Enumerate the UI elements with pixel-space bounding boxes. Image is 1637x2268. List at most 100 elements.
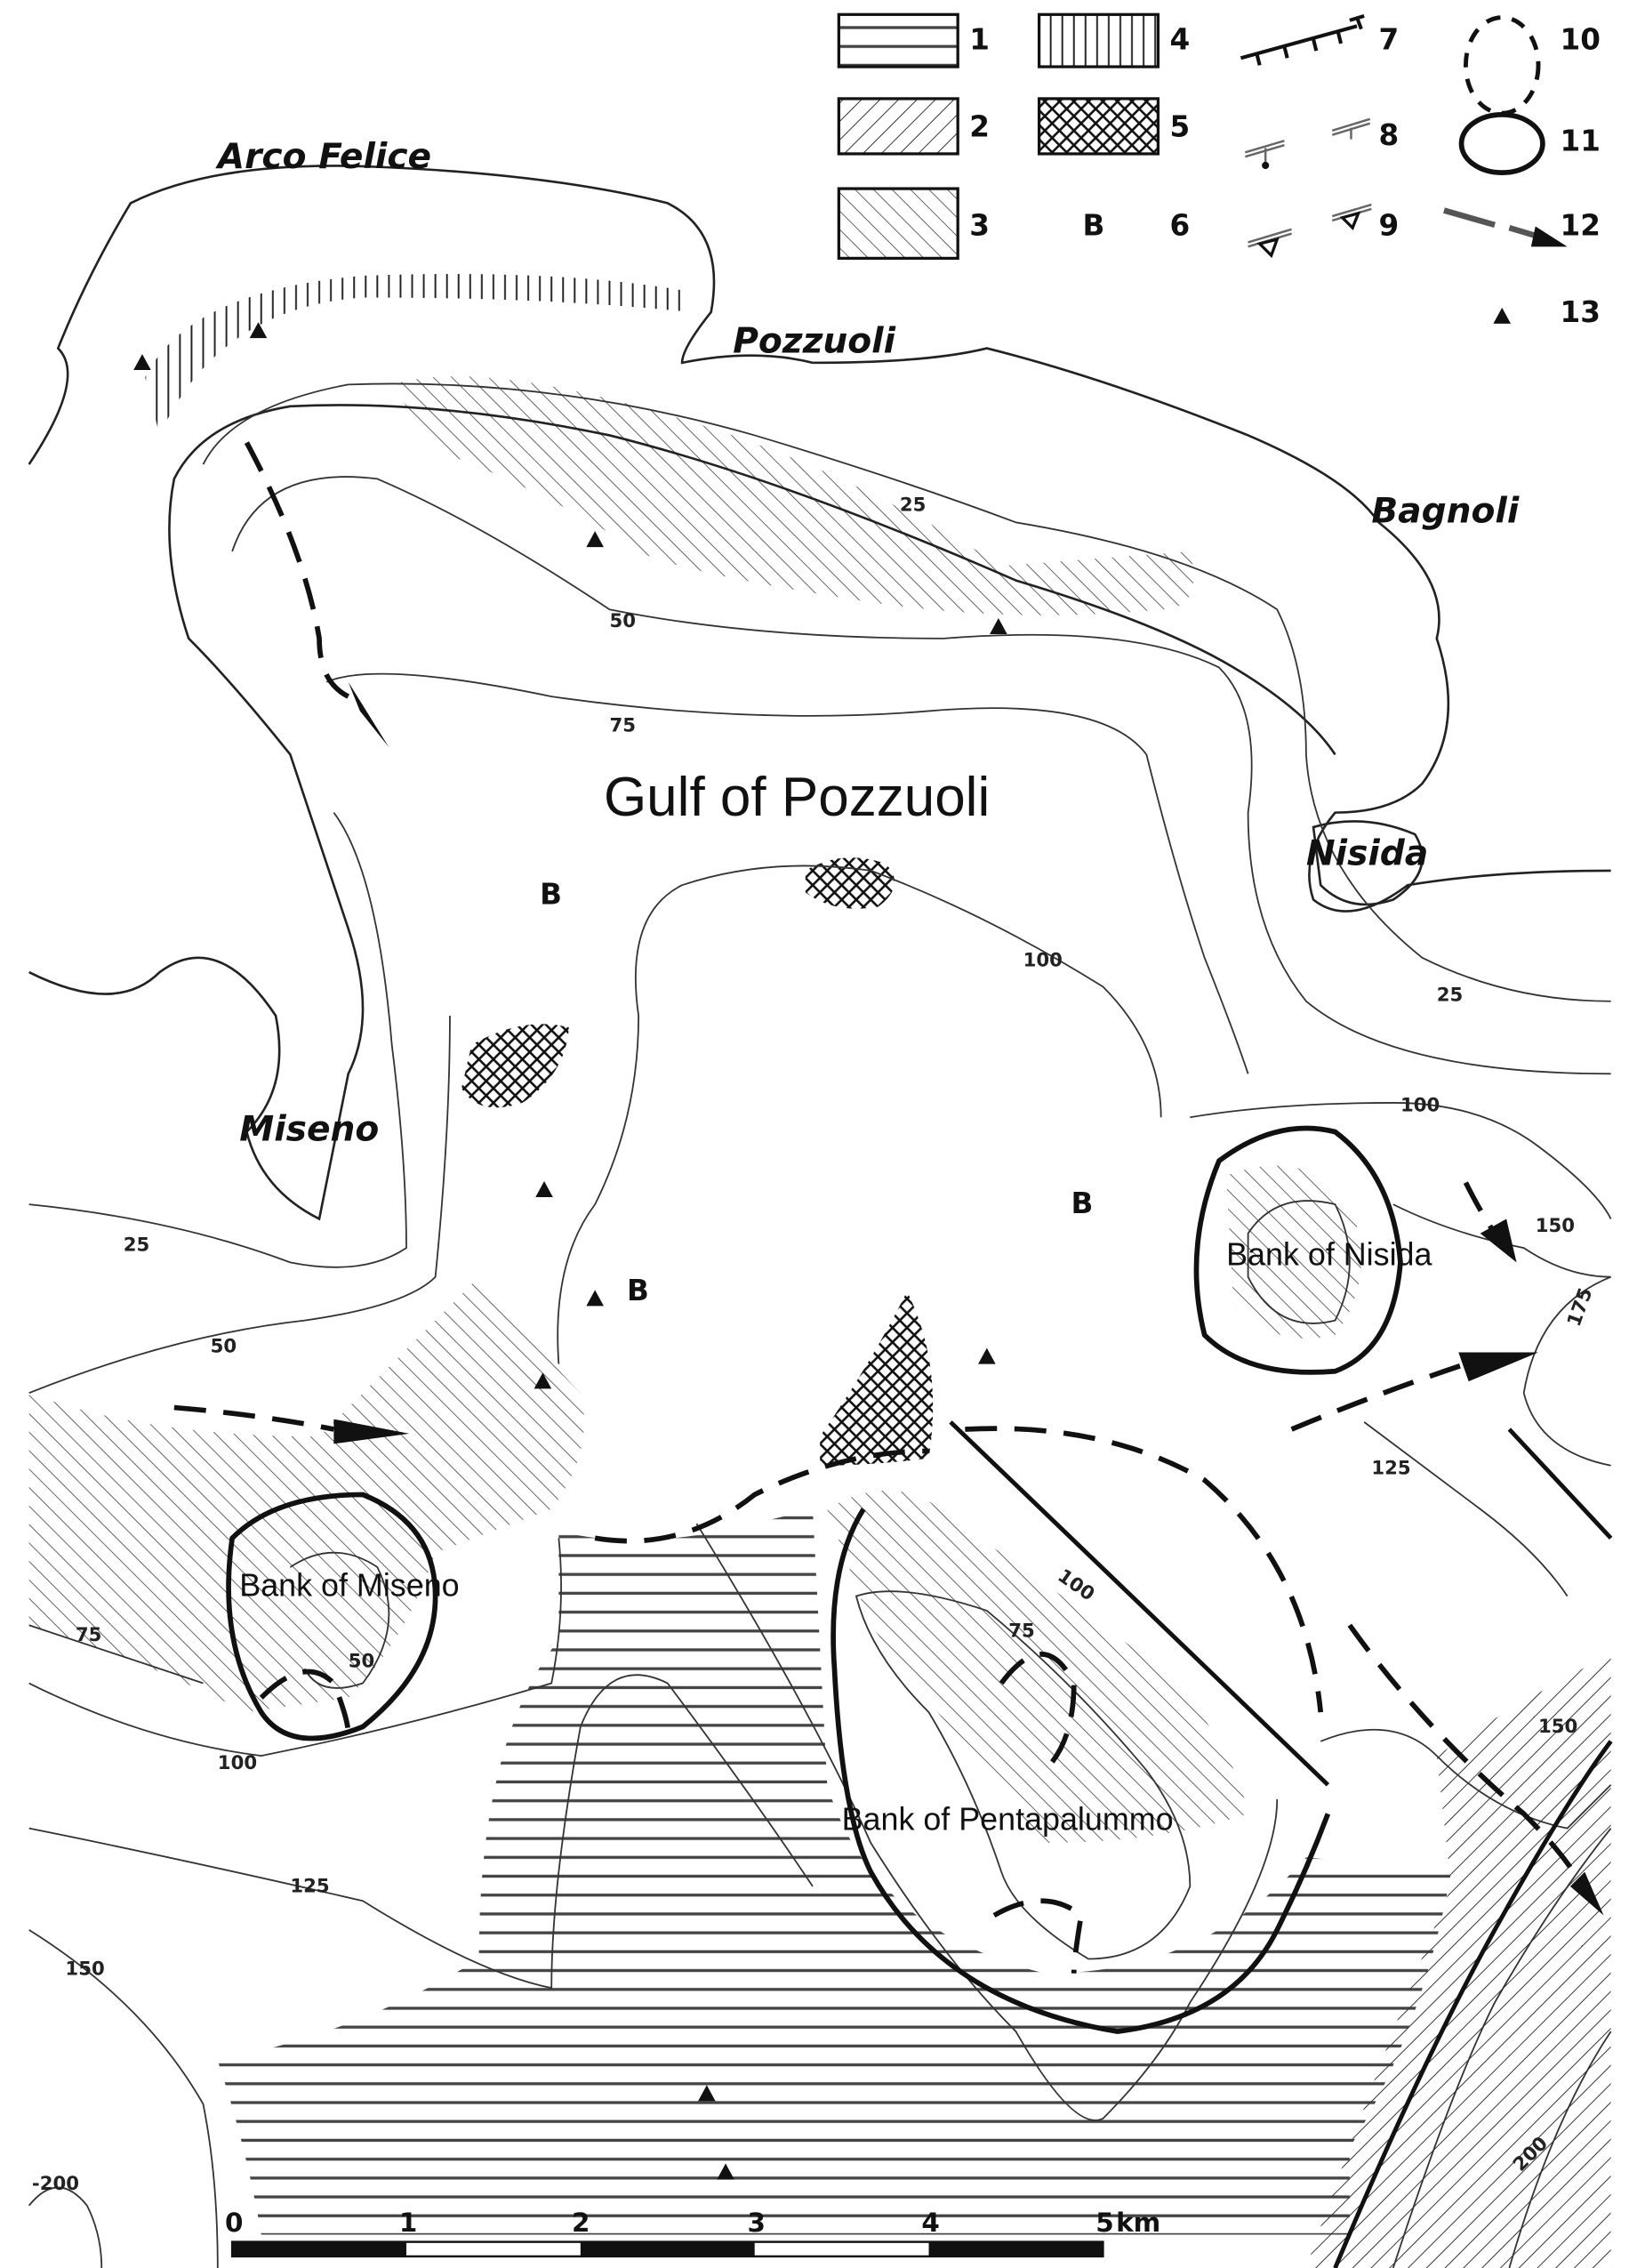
arrow-head-west bbox=[333, 1419, 410, 1444]
coastlines bbox=[28, 165, 1611, 1221]
legend-swatch-2 bbox=[837, 97, 959, 156]
triangle-icon bbox=[534, 1372, 552, 1389]
dashed-arc-south bbox=[594, 1448, 929, 1544]
legend-swatch-5 bbox=[1037, 97, 1160, 156]
legend-number: 1 bbox=[969, 22, 990, 56]
contour-west-200 bbox=[28, 2186, 103, 2268]
morphology-symbols bbox=[173, 441, 1613, 2268]
arrow-head-north bbox=[348, 681, 389, 748]
dashed-arrow-west bbox=[173, 1404, 334, 1432]
dashed-arrow-southeast bbox=[1347, 1623, 1585, 1888]
contour-label: 125 bbox=[290, 1875, 329, 1897]
contour-bank-miseno bbox=[289, 1551, 390, 1689]
backslash-area-southeast bbox=[1305, 1653, 1611, 2268]
nisida-island bbox=[1312, 820, 1424, 906]
scarp-line-east bbox=[1507, 1428, 1613, 1540]
scarp-line-northeast bbox=[949, 1420, 1330, 1787]
slash-area-west bbox=[28, 1276, 584, 1713]
legend-b-symbol: B bbox=[1083, 208, 1105, 242]
contour-label: 75 bbox=[609, 714, 636, 736]
dashed-arrow-nisida bbox=[1463, 1181, 1497, 1235]
place-labels: Arco Felice Pozzuoli Bagnoli Nisida Mise… bbox=[215, 137, 1520, 1837]
contour-label: -200 bbox=[32, 2173, 79, 2195]
contour-75-north bbox=[325, 672, 1249, 1074]
contour-bank-nisida bbox=[1247, 1200, 1351, 1324]
contour-label: 175 bbox=[1563, 1285, 1598, 1330]
contour-labels: 25 50 75 100 25 100 150 175 125 100 75 2… bbox=[32, 494, 1598, 2195]
contour-label: 25 bbox=[900, 494, 927, 516]
triangle-icon bbox=[978, 1347, 996, 1364]
scale-segment bbox=[928, 2241, 1103, 2256]
label-bank-of-miseno: Bank of Miseno bbox=[239, 1568, 459, 1604]
contour-label: 150 bbox=[65, 1958, 104, 1980]
b-symbol: B bbox=[627, 1274, 649, 1307]
contour-west-100 bbox=[28, 1538, 562, 1757]
legend-number: 12 bbox=[1560, 208, 1600, 242]
contour-west-25 bbox=[28, 812, 407, 1268]
dashed-arrow-north bbox=[244, 441, 350, 699]
legend-number: 5 bbox=[1169, 109, 1190, 143]
slash-area-north bbox=[391, 376, 1194, 615]
legend-number: 8 bbox=[1378, 118, 1399, 152]
contour-south-v bbox=[695, 1523, 1279, 2121]
scarp-bank-pentapalummo bbox=[831, 1508, 1331, 2034]
legend-arrow-head bbox=[1530, 226, 1568, 247]
dashed-ring-miseno bbox=[259, 1669, 351, 1734]
scale-bar: 0 1 2 3 4 5 km bbox=[225, 2208, 1160, 2258]
contour-label: 150 bbox=[1538, 1716, 1577, 1738]
legend-number: 4 bbox=[1169, 22, 1190, 56]
contour-label: 125 bbox=[1371, 1458, 1410, 1480]
label-bagnoli: Bagnoli bbox=[1371, 491, 1520, 531]
contour-label: 75 bbox=[1008, 1620, 1035, 1642]
contour-east-125 bbox=[1363, 1421, 1569, 1597]
scale-tick: 4 bbox=[921, 2208, 939, 2238]
arrow-head-nisida bbox=[1480, 1218, 1517, 1263]
contour-label: 25 bbox=[1437, 985, 1464, 1007]
contour-label: 50 bbox=[609, 610, 636, 632]
triangle-icon bbox=[586, 531, 604, 548]
coastline-west-outer bbox=[28, 404, 1336, 1221]
contour-east-100 bbox=[1190, 1102, 1612, 1219]
contour-label: 100 bbox=[1023, 950, 1063, 972]
triangle-icon bbox=[586, 1290, 604, 1307]
b-symbol: B bbox=[540, 877, 562, 911]
dashed-ring-pentapalummo-a bbox=[965, 1426, 1324, 1713]
vertical-area-north bbox=[145, 273, 690, 436]
label-nisida: Nisida bbox=[1306, 833, 1428, 873]
triangle-icon bbox=[717, 2163, 734, 2180]
contour-label: 100 bbox=[218, 1752, 257, 1774]
label-bank-of-nisida: Bank of Nisida bbox=[1226, 1237, 1432, 1273]
scale-segment bbox=[232, 2241, 406, 2256]
legend: 1 2 3 4 5 B 6 7 8 9 10 11 12 13 bbox=[837, 12, 1601, 329]
contour-label: 50 bbox=[349, 1651, 375, 1673]
contour-50-north bbox=[231, 476, 1611, 1075]
contour-label: 75 bbox=[76, 1624, 102, 1646]
legend-double-line-dot-icon bbox=[1244, 117, 1371, 163]
scale-tick: 3 bbox=[748, 2208, 766, 2238]
legend-number: 3 bbox=[969, 208, 990, 242]
contour-southeast-3 bbox=[1508, 2031, 1612, 2268]
arrow-head-southeast bbox=[1569, 1871, 1604, 1916]
legend-dashed-arrow-icon bbox=[1443, 207, 1539, 240]
coastline-north bbox=[28, 165, 1611, 913]
scale-tick: 0 bbox=[225, 2208, 243, 2238]
scale-tick: 5 bbox=[1095, 2208, 1113, 2238]
contour-west-75 bbox=[28, 1624, 204, 1685]
label-arco-felice: Arco Felice bbox=[215, 137, 431, 177]
label-bank-of-pentapalummo: Bank of Pentapalummo bbox=[842, 1801, 1174, 1837]
legend-number: 6 bbox=[1169, 208, 1190, 242]
contour-southeast-2 bbox=[1392, 1828, 1612, 2268]
contour-east-175 bbox=[1522, 1275, 1611, 1467]
scale-segment bbox=[580, 2241, 755, 2256]
dashed-arrow-east bbox=[1290, 1361, 1467, 1432]
triangle-icon bbox=[698, 2085, 716, 2102]
slash-area-pentapalummo bbox=[827, 1490, 1248, 1843]
fill-areas bbox=[28, 273, 1611, 2268]
crosshatch-area-2 bbox=[461, 1024, 569, 1108]
legend-number: 7 bbox=[1378, 22, 1399, 56]
contour-100-central bbox=[557, 865, 1162, 1364]
b-symbol: B bbox=[1071, 1186, 1093, 1220]
contour-label: 50 bbox=[211, 1336, 237, 1358]
triangle-icon bbox=[990, 618, 1007, 634]
triangle-icon bbox=[133, 354, 151, 371]
